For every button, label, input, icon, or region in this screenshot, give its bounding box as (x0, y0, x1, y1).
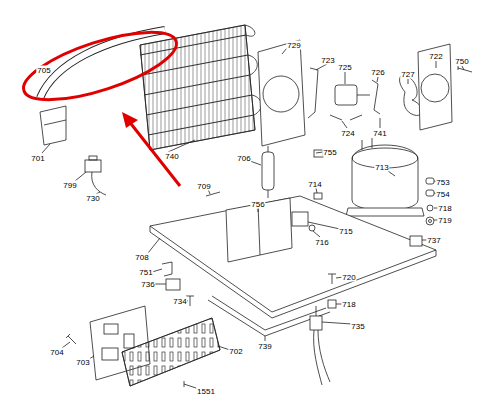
callout-number: 751 (138, 268, 153, 277)
callout-number: 753 (435, 178, 450, 187)
callout-number: 750 (454, 57, 469, 66)
callout-number: 739 (257, 342, 272, 351)
callout-number: 754 (435, 190, 450, 199)
callout-number: 740 (164, 152, 179, 161)
callout-number: 715 (338, 227, 353, 236)
callout-number: 716 (314, 238, 329, 247)
callout-number: 736 (140, 280, 155, 289)
callout-number: 756 (250, 200, 265, 209)
callout-number: 706 (236, 154, 251, 163)
callout-number: 708 (134, 253, 149, 262)
callout-number: 734 (172, 297, 187, 306)
callout-number: 741 (372, 129, 387, 138)
callout-number: 703 (75, 358, 90, 367)
callout-number: 719 (437, 216, 452, 225)
callout-number: 735 (350, 322, 365, 331)
callout-number: 714 (307, 180, 322, 189)
callout-number: 725 (337, 63, 352, 72)
callout-number: 724 (340, 129, 355, 138)
callout-number: 709 (196, 182, 211, 191)
callout-number: 720 (341, 273, 356, 282)
callout-number: 718 (437, 204, 452, 213)
callout-number: 705 (36, 66, 51, 75)
callout-number: 737 (426, 236, 441, 245)
callout-number: 1551 (196, 387, 216, 396)
callout-number: 755 (322, 148, 337, 157)
callout-number: 726 (370, 68, 385, 77)
callout-number: 713 (374, 163, 389, 172)
callout-number: 727 (400, 70, 415, 79)
callout-number: 722 (428, 52, 443, 61)
callout-number: 701 (30, 154, 45, 163)
callout-number: 799 (62, 181, 77, 190)
callout-number: 718 (341, 300, 356, 309)
callout-number: 730 (85, 194, 100, 203)
callout-number: 723 (320, 56, 335, 65)
callout-number: 729 (286, 41, 301, 50)
callout-number: 704 (49, 348, 64, 357)
callout-number: 702 (228, 347, 243, 356)
